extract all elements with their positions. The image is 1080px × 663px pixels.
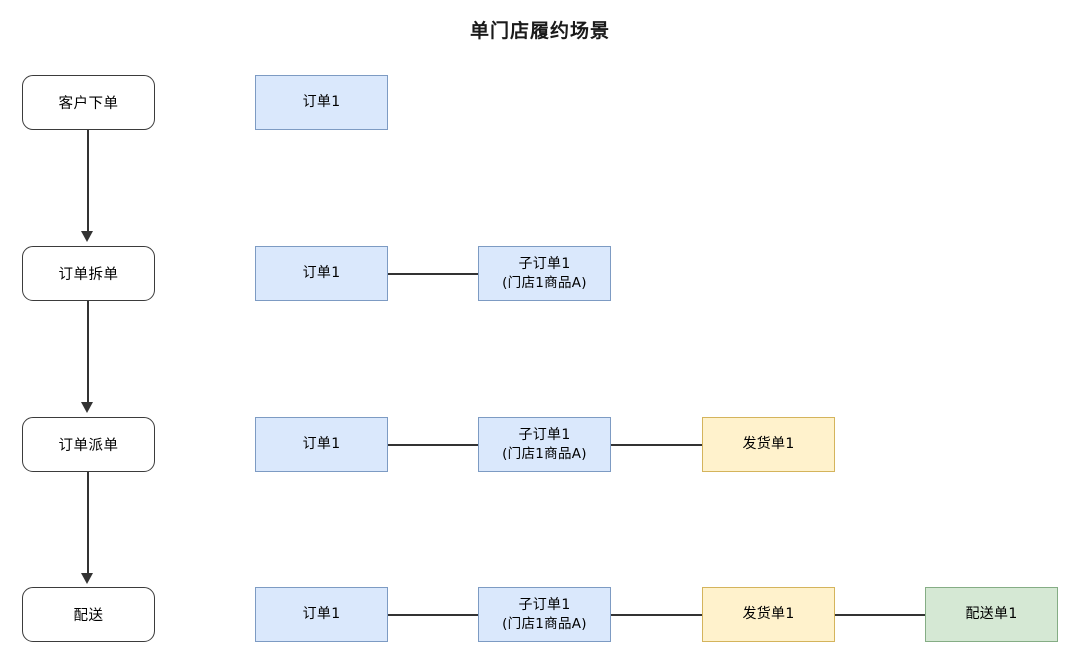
- node-row3-suborder[interactable]: 子订单1 (门店1商品A): [478, 417, 611, 472]
- node-row4-delivery[interactable]: 配送单1: [925, 587, 1058, 642]
- node-row4-suborder-line1: 子订单1: [518, 596, 571, 613]
- node-row2-order-line1: 订单1: [302, 265, 341, 282]
- node-row3-order-line1: 订单1: [302, 436, 341, 453]
- link-row4-order-to-suborder: [388, 614, 478, 616]
- link-row4-shipment-to-delivery: [835, 614, 925, 616]
- stage-label-3: 订单派单: [58, 438, 119, 454]
- node-row4-shipment[interactable]: 发货单1: [702, 587, 835, 642]
- flow-connector-2-line: [87, 301, 89, 402]
- stage-label-2: 订单拆单: [58, 267, 119, 283]
- link-row4-suborder-to-shipment: [611, 614, 702, 616]
- node-row4-order[interactable]: 订单1: [255, 587, 388, 642]
- stage-box-3[interactable]: 订单派单: [22, 417, 155, 472]
- node-row2-suborder-line2: (门店1商品A): [502, 274, 587, 291]
- node-row3-shipment[interactable]: 发货单1: [702, 417, 835, 472]
- node-row3-order[interactable]: 订单1: [255, 417, 388, 472]
- flow-connector-3-line: [87, 472, 89, 573]
- node-row3-shipment-line1: 发货单1: [742, 436, 795, 453]
- stage-label-4: 配送: [73, 608, 104, 624]
- node-row1-order[interactable]: 订单1: [255, 75, 388, 130]
- node-row2-order[interactable]: 订单1: [255, 246, 388, 301]
- node-row4-delivery-line1: 配送单1: [965, 606, 1018, 623]
- node-row4-shipment-line1: 发货单1: [742, 606, 795, 623]
- link-row3-order-to-suborder: [388, 444, 478, 446]
- link-row3-suborder-to-shipment: [611, 444, 702, 446]
- flow-connector-2-arrowhead: [81, 402, 93, 413]
- stage-box-1[interactable]: 客户下单: [22, 75, 155, 130]
- node-row4-order-line1: 订单1: [302, 606, 341, 623]
- node-row4-suborder-line2: (门店1商品A): [502, 615, 587, 632]
- stage-label-1: 客户下单: [58, 96, 119, 112]
- flow-connector-3-arrowhead: [81, 573, 93, 584]
- flow-connector-1-arrowhead: [81, 231, 93, 242]
- node-row3-suborder-line2: (门店1商品A): [502, 445, 587, 462]
- node-row1-order-line1: 订单1: [302, 94, 341, 111]
- node-row2-suborder[interactable]: 子订单1 (门店1商品A): [478, 246, 611, 301]
- stage-box-2[interactable]: 订单拆单: [22, 246, 155, 301]
- node-row2-suborder-line1: 子订单1: [518, 255, 571, 272]
- node-row4-suborder[interactable]: 子订单1 (门店1商品A): [478, 587, 611, 642]
- node-row3-suborder-line1: 子订单1: [518, 426, 571, 443]
- page-title: 单门店履约场景: [469, 20, 610, 42]
- flow-connector-1-line: [87, 130, 89, 231]
- stage-box-4[interactable]: 配送: [22, 587, 155, 642]
- link-row2-order-to-suborder: [388, 273, 478, 275]
